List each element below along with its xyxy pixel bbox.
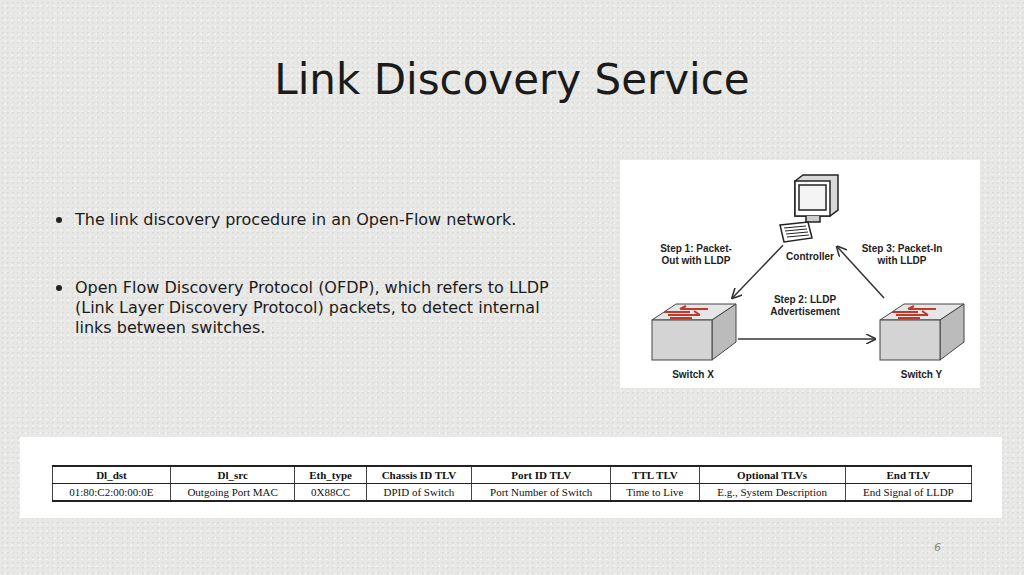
bullet-text: The link discovery procedure in an Open-… bbox=[75, 210, 575, 230]
device-node: Controller bbox=[783, 172, 837, 262]
flow-arrow bbox=[837, 247, 884, 298]
flow-arrow bbox=[732, 245, 783, 298]
table-cell: End TLV bbox=[845, 466, 971, 484]
step-label: Step 2: LLDP Advertisement bbox=[755, 294, 855, 318]
slide-title: Link Discovery Service bbox=[0, 55, 1024, 104]
bullet-text: Open Flow Discovery Protocol (OFDP), whi… bbox=[75, 278, 565, 338]
table-cell: Dl_dst bbox=[53, 466, 171, 484]
device-label: Switch Y bbox=[901, 369, 943, 380]
table-cell: TTL TLV bbox=[611, 466, 699, 484]
table-cell: Chassis ID TLV bbox=[366, 466, 472, 484]
table-row: Dl_dstDl_srcEth_typeChassis ID TLVPort I… bbox=[53, 466, 972, 484]
table-cell: End Signal of LLDP bbox=[845, 484, 971, 502]
page-number: 6 bbox=[934, 541, 941, 554]
switch-icon bbox=[652, 304, 736, 360]
bullet-dot bbox=[56, 285, 62, 291]
table-panel bbox=[20, 437, 1002, 518]
device-node: Switch X bbox=[648, 298, 738, 380]
step-label: Step 3: Packet-In with LLDP bbox=[860, 243, 944, 267]
switch-icon bbox=[880, 304, 964, 360]
step-label: Step 1: Packet-Out with LLDP bbox=[655, 243, 737, 267]
table-cell: 01:80:C2:00:00:0E bbox=[53, 484, 171, 502]
table-row: 01:80:C2:00:00:0EOutgoing Port MAC0X88CC… bbox=[53, 484, 972, 502]
table-cell: Outgoing Port MAC bbox=[170, 484, 295, 502]
table-cell: Dl_src bbox=[170, 466, 295, 484]
table-cell: Time to Live bbox=[611, 484, 699, 502]
table-cell: DPID of Switch bbox=[366, 484, 472, 502]
table-cell: Optional TLVs bbox=[699, 466, 845, 484]
computer-icon bbox=[780, 175, 838, 242]
device-node: Switch Y bbox=[875, 298, 968, 380]
device-label: Switch X bbox=[672, 369, 714, 380]
packet-format-table: Dl_dstDl_srcEth_typeChassis ID TLVPort I… bbox=[52, 465, 972, 502]
bullet-dot bbox=[56, 217, 62, 223]
flow-arrow bbox=[738, 338, 875, 340]
table-cell: Port ID TLV bbox=[472, 466, 611, 484]
table-cell: 0X88CC bbox=[295, 484, 366, 502]
table-cell: Eth_type bbox=[295, 466, 366, 484]
table-cell: Port Number of Switch bbox=[472, 484, 611, 502]
table-cell: E.g., System Description bbox=[699, 484, 845, 502]
device-label: Controller bbox=[786, 251, 834, 262]
